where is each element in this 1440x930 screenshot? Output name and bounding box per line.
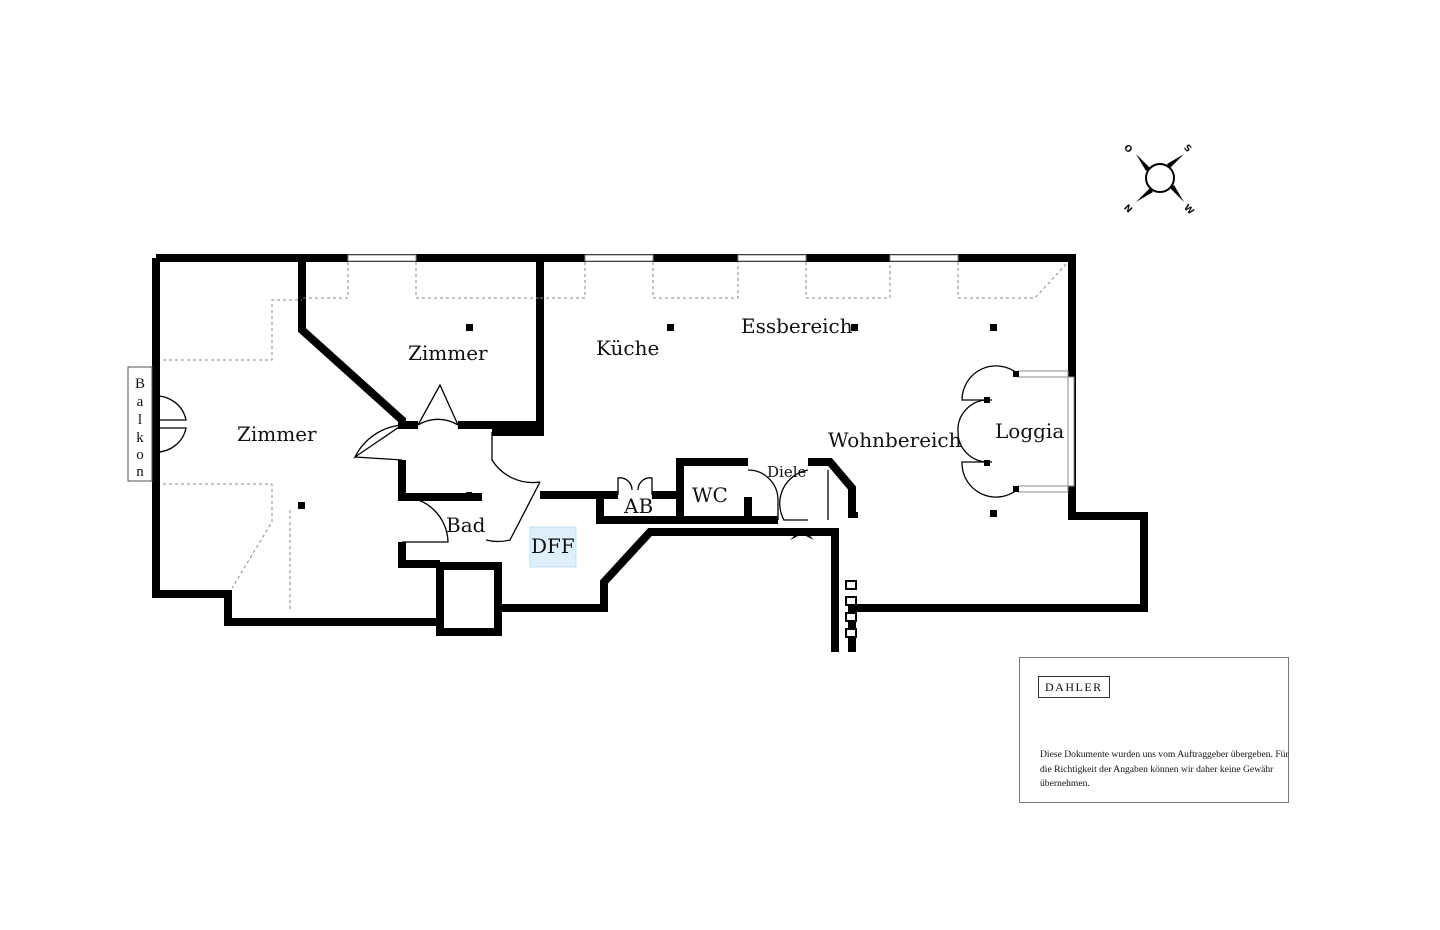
disclaimer-text: Diese Dokumente wurden uns vom Auftragge… — [1040, 749, 1289, 789]
loggia-doors — [957, 365, 1019, 498]
windows — [347, 254, 1075, 493]
room-label-zimmer-top: Zimmer — [408, 341, 488, 365]
compass-north-label: N — [1121, 203, 1133, 215]
compass-west-label: W — [1181, 203, 1195, 217]
room-label-diele: Diele — [767, 463, 806, 481]
room-label-wohnbereich: Wohnbereich — [828, 428, 962, 452]
room-label-bad: Bad — [446, 513, 486, 537]
room-label-wc: WC — [692, 483, 728, 507]
balkon-letter: a — [137, 394, 144, 410]
room-label-balkon: B a l k o n — [135, 376, 145, 480]
room-label-dff: DFF — [531, 534, 575, 558]
compass-east-label: O — [1121, 143, 1134, 156]
entrance-arrow-icon — [790, 528, 814, 540]
balkon-letter: l — [138, 412, 142, 428]
room-label-zimmer-left: Zimmer — [237, 422, 317, 446]
balkon-door — [155, 395, 187, 453]
stair-steps — [845, 580, 857, 638]
light-markers — [298, 324, 1019, 518]
room-label-loggia: Loggia — [995, 419, 1064, 443]
compass-south-label: S — [1181, 143, 1193, 155]
balkon-letter: k — [136, 430, 144, 446]
balkon-letter: o — [136, 447, 144, 463]
roof-slope-lines — [163, 261, 1069, 612]
balkon-letter: n — [136, 464, 144, 480]
room-label-ab: AB — [623, 494, 653, 518]
dff-highlight — [529, 526, 577, 568]
balkon-frame — [127, 366, 153, 482]
balkon-letter: B — [135, 376, 145, 392]
company-logo: DAHLER — [1038, 676, 1110, 698]
walls — [152, 254, 1148, 652]
doors — [353, 383, 829, 543]
room-label-essbereich: Essbereich — [741, 314, 853, 338]
disclaimer-box: DAHLER Diese Dokumente wurden uns vom Au… — [1019, 657, 1289, 803]
compass-icon: O S N W — [1121, 143, 1195, 217]
room-label-kueche: Küche — [596, 336, 659, 360]
